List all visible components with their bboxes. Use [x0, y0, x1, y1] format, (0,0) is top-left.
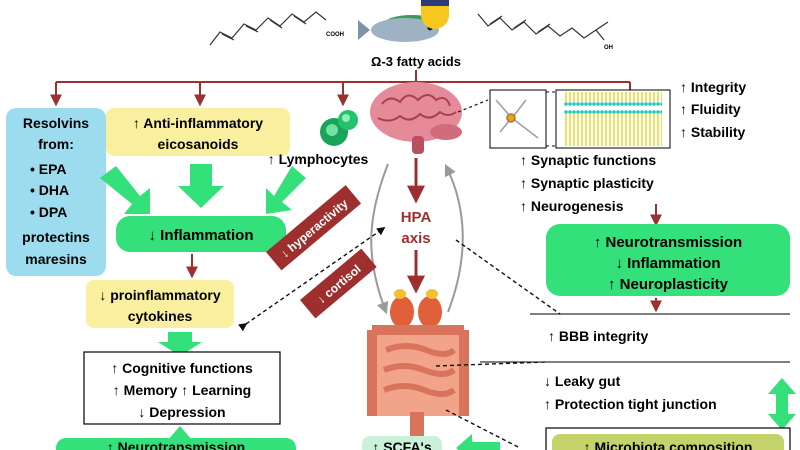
epa-molecule-icon	[209, 11, 327, 46]
neuro-effect-3: ↑ Neuroplasticity	[608, 276, 729, 293]
neuro-effect-1: ↑ Neurotransmission	[594, 234, 742, 251]
membrane-effect-3: ↑ Stability	[680, 124, 746, 140]
cytokines-line-1: ↓ proinflammatory	[99, 287, 221, 303]
scfa-box	[362, 436, 442, 450]
brain-icon	[370, 82, 462, 154]
green-arrow-to-cognitive	[158, 332, 202, 356]
anti-inflammatory-line-1: ↑ Anti-inflammatory	[133, 115, 263, 131]
omega3-title: Ω-3 fatty acids	[371, 54, 461, 69]
oh-label: OH	[604, 45, 613, 51]
cognitive-line-1: ↑ Cognitive functions	[111, 360, 253, 376]
hpa-bbb-connector	[455, 239, 561, 315]
gray-arrow-gut-to-brain	[444, 163, 464, 313]
green-double-arrow	[768, 378, 796, 430]
synaptic-effect-3: ↑ Neurogenesis	[520, 198, 624, 214]
neuron-icon	[495, 99, 539, 139]
resolvins-line-5: • DPA	[30, 204, 67, 220]
anti-inflammatory-box	[106, 108, 290, 156]
cooh-label: COOH	[326, 32, 344, 38]
lymphocytes-icon	[320, 110, 358, 146]
neuro-effects-box	[546, 224, 790, 296]
anti-inflammatory-line-2: eicosanoids	[158, 136, 239, 152]
fish-oil-capsule-icon	[421, 0, 449, 29]
gray-arrow-brain-to-gut	[370, 163, 389, 315]
neuron-zoom-box	[489, 89, 547, 149]
membrane-effect-2: ↑ Fluidity	[680, 101, 741, 117]
top-distribution-arrows	[50, 70, 636, 107]
scfa-label: ↑ SCFA's	[372, 439, 432, 450]
dha-molecule-icon	[477, 13, 609, 41]
cytokines-hpa-connector	[238, 227, 386, 332]
hyperactivity-label: ↓ hyperactivity	[278, 196, 351, 261]
lipid-bilayer-icon	[564, 92, 662, 146]
green-arrow-to-scfa	[456, 434, 500, 450]
resolvins-line-4: • DHA	[30, 182, 69, 198]
gut-effect-2: ↑ Protection tight junction	[544, 396, 717, 412]
kidneys-icon	[390, 289, 442, 341]
microbiota-box	[552, 434, 784, 450]
cytokines-line-2: cytokines	[128, 308, 193, 324]
cytokines-box	[86, 280, 234, 328]
cognitive-box	[83, 351, 281, 425]
green-arrows-to-inflammation	[100, 164, 306, 214]
neuro-effect-2: ↓ Inflammation	[615, 255, 720, 272]
hpa-line-1: HPA	[401, 209, 432, 226]
bbb-label: ↑ BBB integrity	[548, 328, 649, 344]
lymphocytes-label: ↑ Lymphocytes	[268, 151, 369, 167]
resolvins-line-1: Resolvins	[23, 115, 89, 131]
cognitive-line-2: ↑ Memory ↑ Learning	[113, 382, 251, 398]
hpa-line-2: axis	[401, 230, 430, 247]
gut-connector	[435, 361, 547, 367]
membrane-effect-1: ↑ Integrity	[680, 79, 746, 95]
resolvins-box	[6, 108, 106, 276]
cognitive-line-3: ↓ Depression	[138, 404, 225, 420]
resolvins-line-6: protectins	[22, 229, 90, 245]
synaptic-effect-2: ↑ Synaptic plasticity	[520, 175, 654, 191]
synaptic-effect-1: ↑ Synaptic functions	[520, 152, 656, 168]
resolvins-line-2: from:	[38, 136, 74, 152]
intestine-icon	[367, 325, 469, 436]
inflammation-label: ↓ Inflammation	[148, 227, 253, 244]
bottom-neurotransmission-box	[56, 438, 296, 450]
brain-to-neuron-connector	[457, 99, 489, 113]
green-arrow-up-bottom	[168, 426, 192, 440]
resolvins-line-7: maresins	[25, 251, 87, 267]
microbiota-label: ↑ Microbiota composition	[584, 439, 753, 450]
bottom-neurotransmission-label: ↑ Neurotransmission	[107, 439, 245, 450]
resolvins-line-3: • EPA	[30, 161, 67, 177]
gut-effect-1: ↓ Leaky gut	[544, 373, 621, 389]
